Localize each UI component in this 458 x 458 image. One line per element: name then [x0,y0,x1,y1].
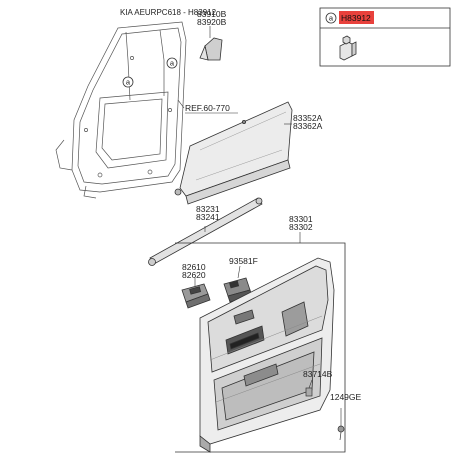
svg-text:a: a [126,78,131,87]
door-trim-panel-drawing [199,257,335,453]
label-83352A[interactable]: 83352A [293,113,323,123]
weatherstrip-drawing [148,197,263,266]
legend-code-highlight [339,11,374,24]
label-82620[interactable]: 82620 [182,270,206,280]
door-callout-a-2: a [122,76,134,88]
legend-box: a H83912 [319,7,451,67]
door-frame-drawing [55,21,187,199]
ref-label[interactable]: REF.60-770 [185,103,230,113]
svg-text:a: a [170,59,175,68]
label-83231[interactable]: 83231 [196,204,220,214]
legend-callout-circle [325,12,337,24]
legend-clip-drawing [339,35,357,61]
screw-drawing [337,425,345,441]
label-1249GE[interactable]: 1249GE [330,392,362,402]
label-82610[interactable]: 82610 [182,262,206,272]
label-83301[interactable]: 83301 [289,214,313,224]
inside-handle-drawing [181,283,211,309]
label-93581F[interactable]: 93581F [229,256,258,266]
diagram-title: KIA AEURPC618 - H83912 [120,8,217,17]
label-83241[interactable]: 83241 [196,212,220,222]
legend-part-code[interactable]: H83912 [341,13,371,23]
door-callout-a-1: a [166,57,178,69]
legend-callout-letter: a [329,14,334,23]
label-83362A[interactable]: 83362A [293,121,323,131]
label-83920B[interactable]: 83920B [197,17,227,27]
label-83910B[interactable]: 83910B [197,9,227,19]
top-clip-drawing [199,37,223,61]
trim-assembly-bracket [175,242,346,453]
label-83302[interactable]: 83302 [289,222,313,232]
retainer-drawing [305,387,313,397]
label-83714B[interactable]: 83714B [303,369,333,379]
sunshade-curtain-drawing [174,101,293,205]
